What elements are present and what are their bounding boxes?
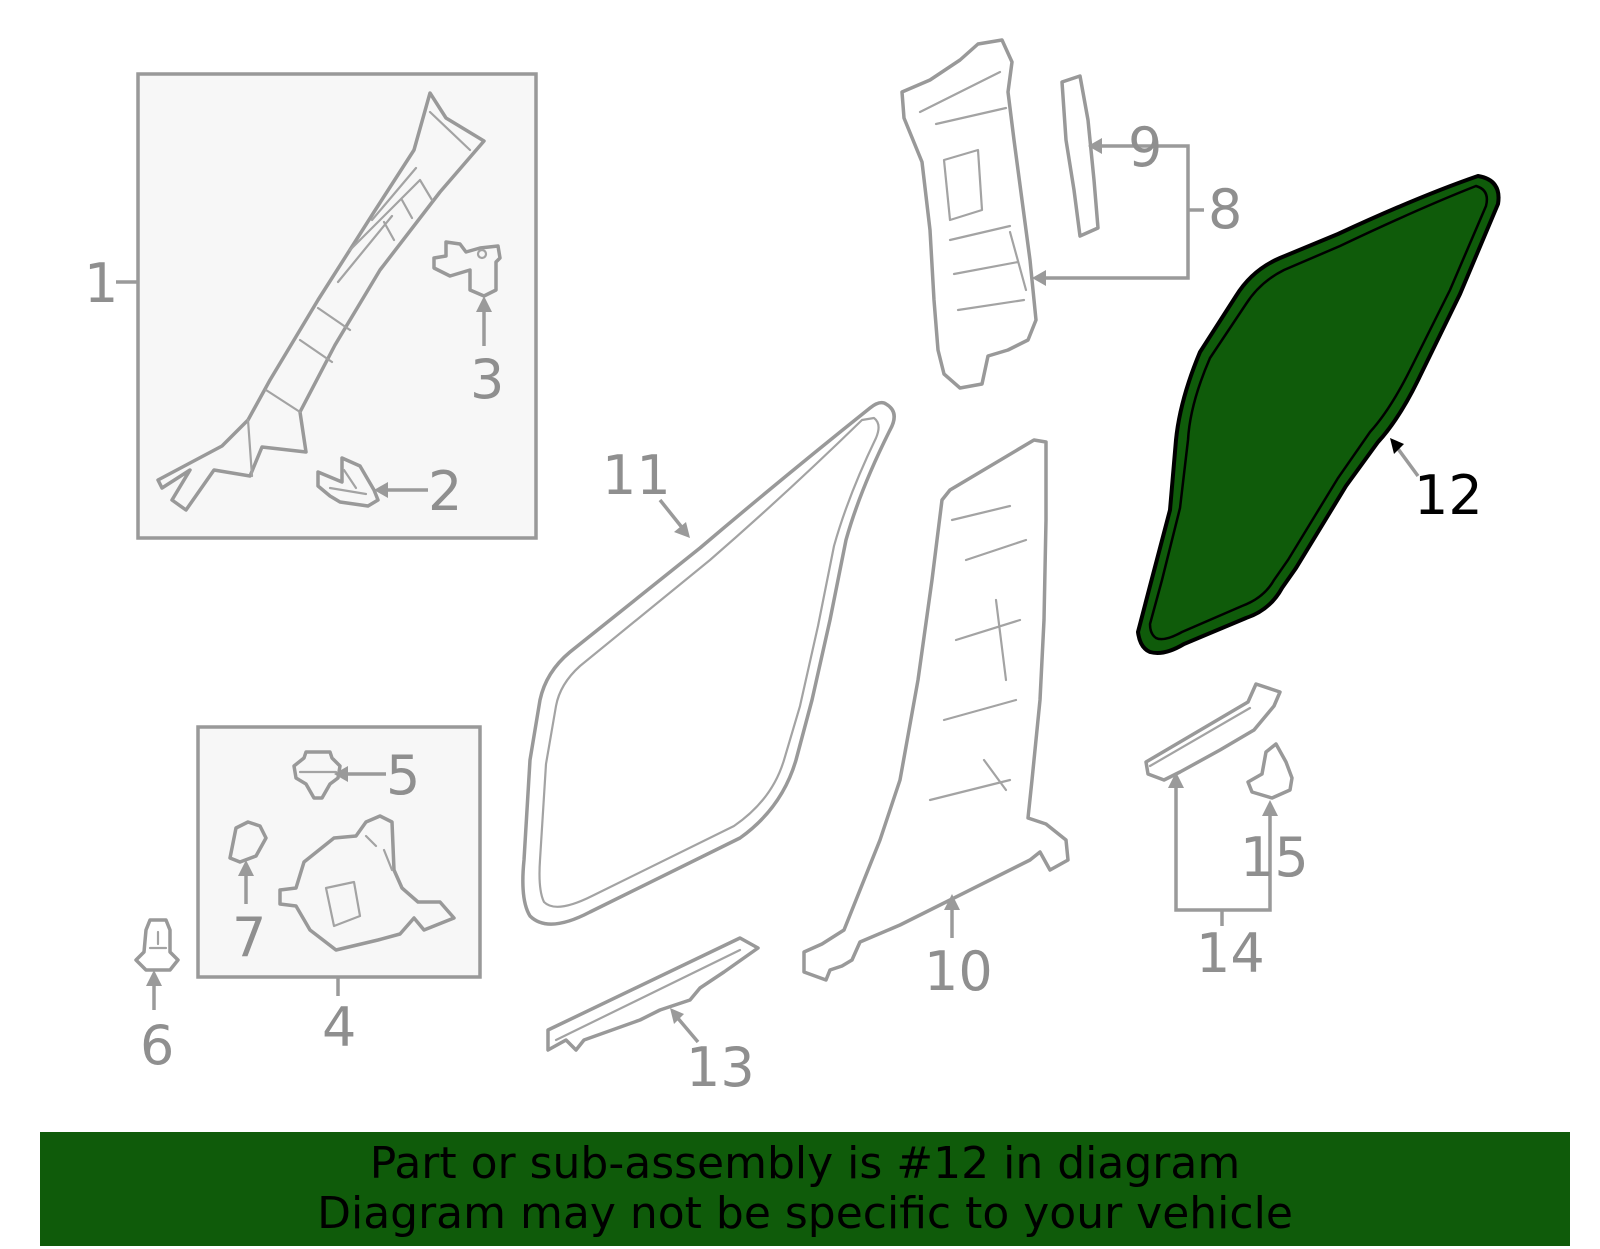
info-banner: Part or sub-assembly is #12 in diagram D… (40, 1132, 1570, 1246)
part-3-clip[interactable] (432, 240, 502, 298)
callout-14: 14 (1196, 922, 1265, 985)
group-1-box (136, 72, 538, 540)
part-14-strip[interactable] (1144, 682, 1282, 782)
part-1-a-pillar-trim[interactable] (156, 91, 486, 512)
part-10-b-pillar-lower-trim[interactable] (802, 438, 1070, 982)
callout-13: 13 (686, 1036, 755, 1099)
part-9-strip[interactable] (1060, 74, 1100, 238)
part-11-weatherstrip[interactable] (521, 400, 896, 926)
part-15-clip[interactable] (1246, 742, 1294, 800)
part-12-door-seal-highlighted[interactable] (1135, 173, 1501, 655)
part-13-sill-trim[interactable] (546, 936, 760, 1052)
callout-7: 7 (232, 906, 266, 969)
part-8-b-pillar-upper-trim[interactable] (900, 38, 1038, 390)
callout-1: 1 (84, 252, 118, 315)
callout-4: 4 (322, 996, 356, 1059)
callout-3: 3 (470, 348, 504, 411)
banner-line-2: Diagram may not be specific to your vehi… (317, 1188, 1293, 1239)
callout-5: 5 (386, 744, 420, 807)
callout-8: 8 (1208, 178, 1242, 241)
callout-12: 12 (1414, 464, 1483, 527)
part-4-bracket[interactable] (278, 814, 456, 952)
callouts: 1 2 3 4 5 6 7 8 9 10 11 12 13 14 15 (84, 116, 1483, 1099)
banner-line-1: Part or sub-assembly is #12 in diagram (369, 1138, 1241, 1189)
callout-10: 10 (924, 940, 993, 1003)
part-2-clip[interactable] (316, 456, 380, 508)
callout-6: 6 (140, 1014, 174, 1077)
part-7-clip[interactable] (228, 820, 268, 864)
callout-9: 9 (1128, 116, 1162, 179)
callout-2: 2 (428, 460, 462, 523)
callout-15: 15 (1240, 826, 1309, 889)
part-6-clip[interactable] (134, 918, 180, 972)
part-5-push-clip[interactable] (292, 750, 342, 800)
leaders (116, 138, 1420, 1044)
callout-11: 11 (602, 444, 671, 507)
